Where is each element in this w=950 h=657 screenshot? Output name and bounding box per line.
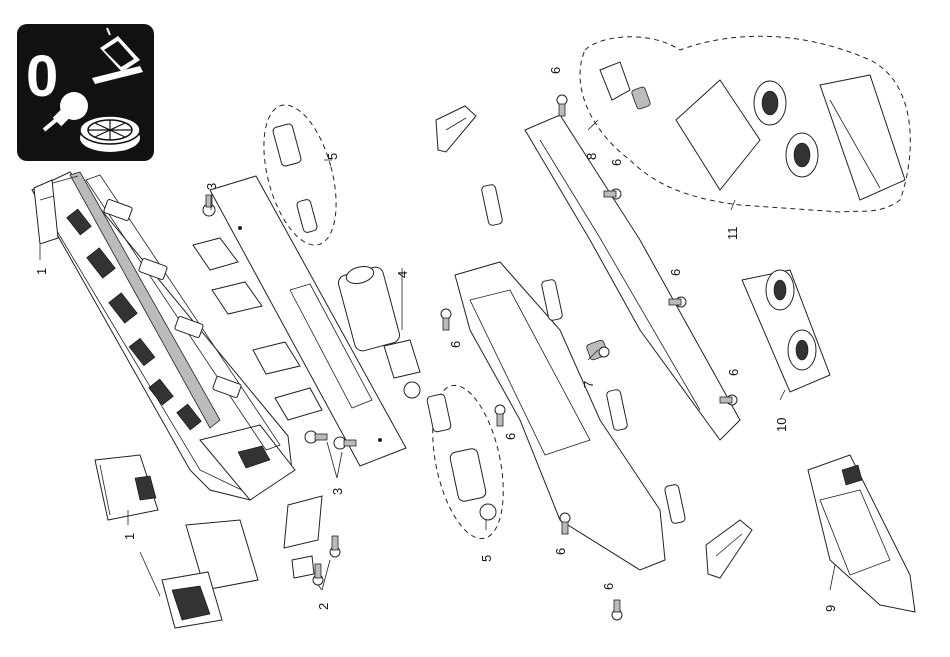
screw-icon: [612, 600, 622, 620]
callout-1: 1: [34, 268, 49, 275]
callout-6: 6: [601, 583, 616, 590]
service-icon-box: 0: [17, 24, 154, 161]
callout-6: 6: [503, 433, 518, 440]
spring-icon: [631, 86, 651, 110]
spring-7: [586, 339, 609, 360]
callout-5: 5: [479, 555, 494, 562]
callout-6: 6: [726, 369, 741, 376]
screw-icon: [330, 536, 340, 557]
small-plate-top: [436, 106, 476, 152]
callout-6: 6: [548, 67, 563, 74]
callout-10: 10: [774, 418, 789, 432]
screw-icon: [441, 309, 451, 330]
callout-2: 2: [316, 603, 331, 610]
wheel-icon: [766, 270, 794, 310]
screw-icon: [557, 95, 567, 116]
callout-6: 6: [609, 159, 624, 166]
icon-box-digit: 0: [26, 44, 58, 109]
wheel-icon: [754, 81, 786, 125]
bogie-10: [742, 270, 830, 392]
wheel-icon: [788, 330, 816, 370]
screw-icon: [203, 195, 215, 216]
callout-6: 6: [448, 341, 463, 348]
callout-5: 5: [325, 153, 340, 160]
bogie-group-11: [580, 36, 910, 212]
screw-icon: [495, 405, 505, 426]
callout-1: 1: [122, 533, 137, 540]
callout-9: 9: [823, 605, 838, 612]
callout-6: 6: [668, 269, 683, 276]
screw-icon: [313, 564, 323, 585]
small-plate-bottom: [706, 520, 752, 578]
wheel-icon: [80, 116, 140, 152]
wheel-icon: [786, 133, 818, 177]
callout-11: 11: [725, 227, 740, 241]
bogie-9: [808, 455, 915, 612]
screw-icon: [305, 431, 327, 443]
callout-6: 6: [553, 548, 568, 555]
callout-8: 8: [584, 153, 599, 160]
drive-shaft-group-lower: [420, 379, 515, 545]
light-parts-2: [284, 496, 340, 585]
callout-4: 4: [395, 271, 410, 278]
cab-end-pieces: [140, 520, 258, 628]
callout-7: 7: [581, 381, 596, 388]
callout-3: 3: [330, 488, 345, 495]
coupler-assembly-lower: [95, 455, 158, 520]
callout-3: 3: [204, 183, 219, 190]
